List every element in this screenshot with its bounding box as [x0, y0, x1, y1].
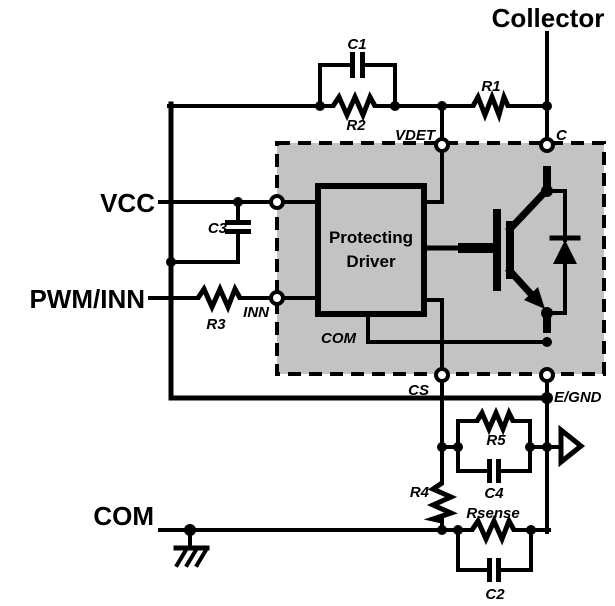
label-r3: R3 [206, 316, 226, 333]
label-c1: C1 [347, 36, 366, 53]
label-rsense: Rsense [466, 505, 519, 522]
pin-vdet [434, 137, 450, 153]
label-inn: INN [243, 304, 270, 321]
pin-egnd [539, 367, 555, 383]
label-pwm-inn: PWM/INN [29, 284, 145, 314]
resistor-r2 [330, 90, 378, 122]
junction-dots [166, 101, 553, 536]
label-r4: R4 [410, 484, 430, 501]
label-com-internal: COM [321, 330, 357, 347]
capacitor-c2 [456, 528, 533, 582]
igbt-symbol [421, 166, 551, 333]
label-vcc: VCC [100, 188, 155, 218]
capacitor-c4 [487, 459, 501, 483]
label-r1: R1 [481, 78, 500, 95]
label-vdet: VDET [395, 127, 437, 144]
label-cs: CS [408, 382, 429, 399]
pin-cs [434, 367, 450, 383]
label-r2: R2 [346, 117, 366, 134]
pin-inn [269, 290, 285, 306]
driver-label-line1: Protecting [329, 228, 413, 247]
label-egnd: E/GND [554, 389, 602, 406]
label-c3: C3 [208, 220, 228, 237]
resistor-rsense [469, 514, 517, 546]
module-pins [269, 137, 555, 383]
resistor-r5 [474, 406, 516, 436]
pin-c [539, 137, 555, 153]
label-c-pin: C [556, 127, 568, 144]
capacitor-c1 [318, 52, 397, 108]
pin-vcc [269, 194, 285, 210]
label-com: COM [93, 501, 154, 531]
output-arrow-icon [558, 424, 586, 468]
label-r5: R5 [486, 432, 506, 449]
protecting-driver-block [315, 183, 427, 317]
driver-label-line2: Driver [346, 252, 396, 271]
resistor-r3 [195, 282, 243, 314]
resistor-r1 [470, 89, 511, 123]
label-c4: C4 [484, 485, 504, 502]
resistor-r4 [423, 480, 458, 524]
label-c2: C2 [485, 586, 505, 603]
label-collector: Collector [492, 3, 605, 33]
